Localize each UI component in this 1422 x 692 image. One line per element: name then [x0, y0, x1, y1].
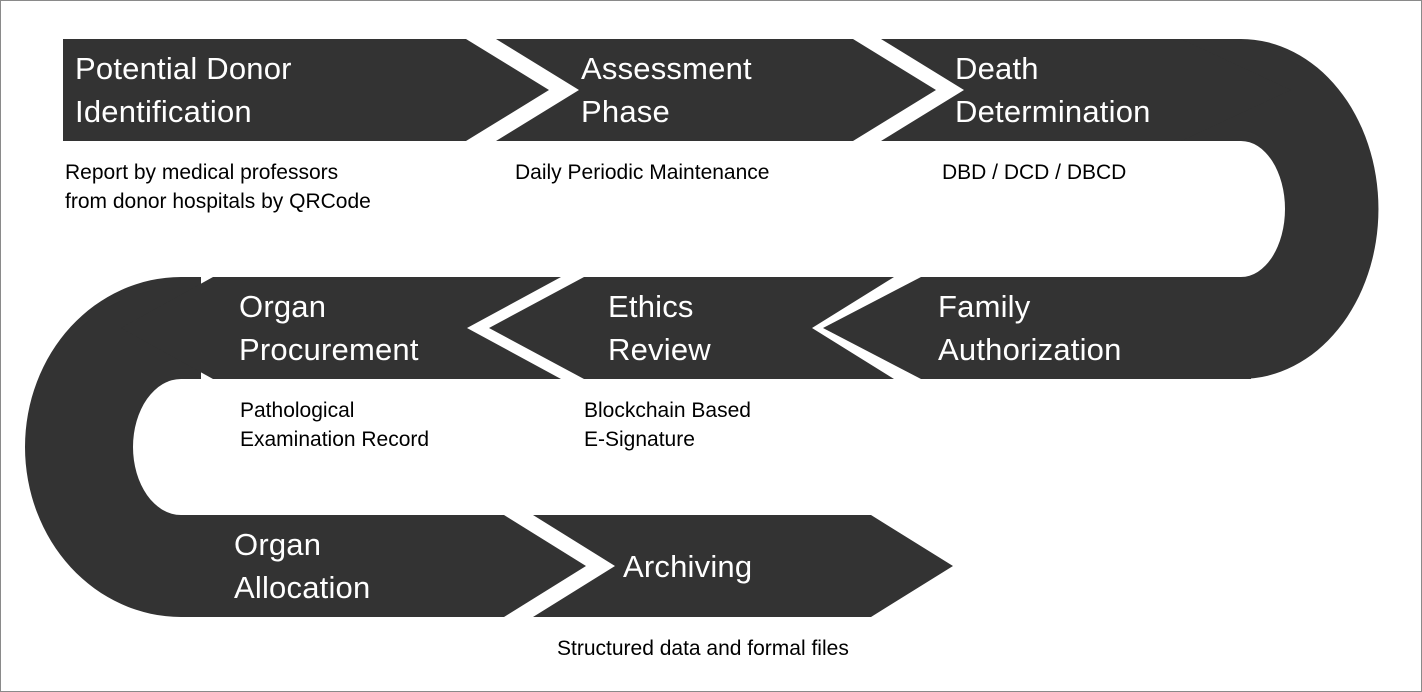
- step-6-label-line-1: Organ: [239, 289, 327, 324]
- chevron-step-1: [63, 39, 549, 141]
- chevron-step-8: [533, 515, 953, 617]
- step-2-label-line-2: Phase: [581, 94, 670, 129]
- step-1-label-line-2: Identification: [75, 94, 252, 129]
- step-6-label: Organ Procurement: [239, 285, 419, 371]
- step-3-label: Death Determination: [955, 47, 1151, 133]
- step-7-label-line-2: Allocation: [234, 570, 371, 605]
- step-7-label-line-1: Organ: [234, 527, 322, 562]
- chevron-step-4: [823, 277, 1251, 379]
- step-5-note-line-1: Blockchain Based: [584, 399, 751, 422]
- chevron-step-2: [496, 39, 936, 141]
- step-5-label: Ethics Review: [608, 285, 711, 371]
- step-2-note: Daily Periodic Maintenance: [515, 158, 769, 187]
- chevron-step-6: [121, 277, 561, 379]
- step-6-note-line-2: Examination Record: [240, 428, 430, 451]
- chevron-step-5: [489, 277, 894, 379]
- step-7-label: Organ Allocation: [234, 523, 370, 609]
- step-4-label-line-1: Family: [938, 289, 1031, 324]
- step-1-label: Potential Donor Identification: [75, 47, 292, 133]
- step-5-note-line-2: E-Signature: [584, 428, 695, 451]
- step-5-label-line-2: Review: [608, 332, 711, 367]
- step-1-note: Report by medical professors from donor …: [65, 158, 371, 216]
- step-6-note: Pathological Examination Record: [240, 396, 429, 454]
- step-2-note-line-1: Daily Periodic Maintenance: [515, 161, 770, 184]
- step-3-label-line-2: Determination: [955, 94, 1151, 129]
- step-6-note-line-1: Pathological: [240, 399, 355, 422]
- step-4-label-line-2: Authorization: [938, 332, 1122, 367]
- step-5-note: Blockchain Based E-Signature: [584, 396, 751, 454]
- step-2-label: Assessment Phase: [581, 47, 752, 133]
- step-3-label-line-1: Death: [955, 51, 1039, 86]
- step-6-label-line-2: Procurement: [239, 332, 419, 367]
- step-8-note: Structured data and formal files: [557, 634, 849, 663]
- chevron-step-3: [881, 39, 1291, 141]
- step-3-note-line-1: DBD / DCD / DBCD: [942, 161, 1127, 184]
- step-4-label: Family Authorization: [938, 285, 1122, 371]
- step-1-label-line-1: Potential Donor: [75, 51, 292, 86]
- step-1-note-line-2: from donor hospitals by QRCode: [65, 190, 371, 213]
- step-2-label-line-1: Assessment: [581, 51, 752, 86]
- chevron-step-7: [221, 515, 586, 617]
- step-5-label-line-1: Ethics: [608, 289, 694, 324]
- step-1-note-line-1: Report by medical professors: [65, 161, 339, 184]
- step-8-label: Archiving: [623, 545, 752, 588]
- step-8-note-line-1: Structured data and formal files: [557, 637, 849, 660]
- step-8-label-line-1: Archiving: [623, 549, 753, 584]
- step-3-note: DBD / DCD / DBCD: [942, 158, 1126, 187]
